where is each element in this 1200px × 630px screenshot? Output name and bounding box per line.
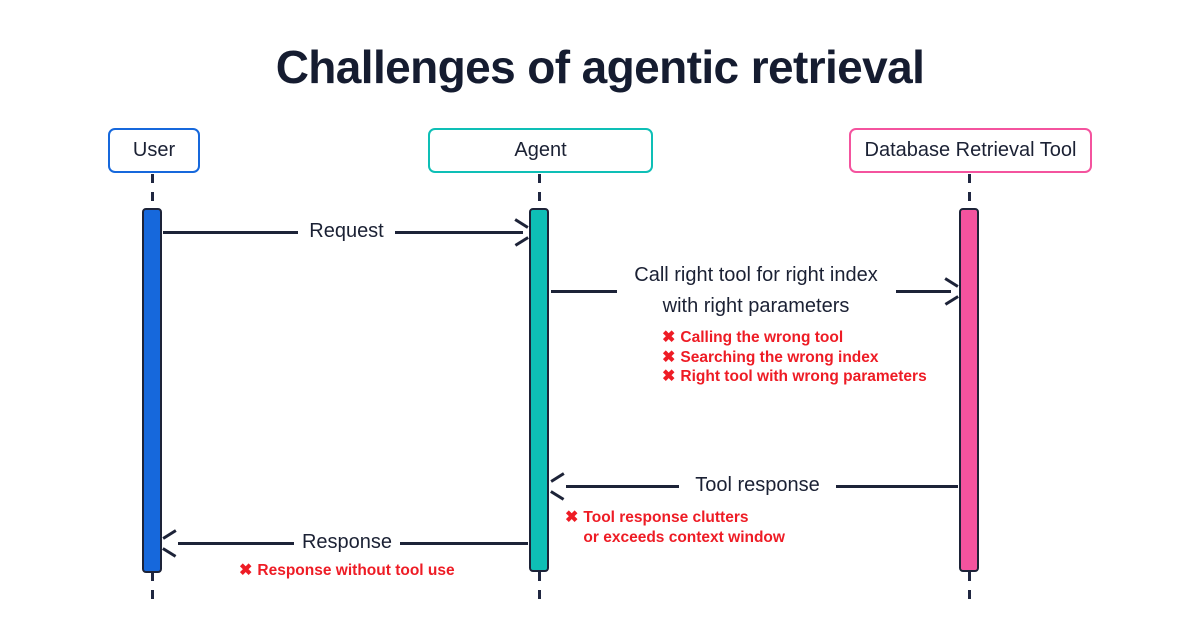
message-response-label: Response <box>301 531 393 553</box>
participant-tool-label: Database Retrieval Tool <box>864 139 1077 161</box>
issues-call-tool: ✖ Calling the wrong tool ✖ Searching the… <box>662 328 927 387</box>
issue-text: Tool response clutters or exceeds contex… <box>583 508 785 547</box>
message-call-tool-arrowhead <box>943 283 958 299</box>
lifeline-agent-bottom <box>538 572 541 608</box>
message-response-line-left <box>178 542 294 545</box>
activation-bar-tool <box>959 208 979 572</box>
lifeline-tool <box>968 174 971 210</box>
x-mark-icon: ✖ <box>565 509 579 526</box>
participant-agent-label: Agent <box>514 139 567 161</box>
message-tool-response-line-right <box>836 485 958 488</box>
participant-agent[interactable]: Agent <box>428 128 653 173</box>
x-mark-icon: ✖ <box>662 368 676 385</box>
issue-text: Searching the wrong index <box>680 348 879 366</box>
message-response-line-right <box>400 542 528 545</box>
lifeline-tool-bottom <box>968 572 971 608</box>
activation-bar-user <box>142 208 162 573</box>
lifeline-agent <box>538 174 541 210</box>
message-request-line-right <box>395 231 523 234</box>
participant-user[interactable]: User <box>108 128 200 173</box>
activation-bar-agent <box>529 208 549 572</box>
page-title: Challenges of agentic retrieval <box>275 41 925 93</box>
message-call-tool-line-right <box>896 290 951 293</box>
message-response-arrowhead <box>163 535 178 551</box>
message-call-tool-line-left <box>551 290 617 293</box>
message-tool-response-line-left <box>566 485 679 488</box>
lifeline-user-bottom <box>151 572 154 608</box>
issues-response: ✖ Response without tool use <box>239 561 455 581</box>
issue-text: Calling the wrong tool <box>680 329 844 346</box>
message-tool-response-label: Tool response <box>695 474 820 496</box>
message-call-tool-label-line2: with right parameters <box>662 295 850 317</box>
issue-item: ✖ Calling the wrong tool <box>662 328 927 348</box>
issue-item: ✖ Right tool with wrong parameters <box>662 367 927 387</box>
issue-text-line2: or exceeds context window <box>583 528 785 546</box>
message-request-line-left <box>163 231 298 234</box>
message-tool-response-arrowhead <box>551 478 566 494</box>
lifeline-user <box>151 174 154 210</box>
x-mark-icon: ✖ <box>662 329 676 346</box>
x-mark-icon: ✖ <box>662 348 676 366</box>
x-mark-icon: ✖ <box>239 562 253 579</box>
issue-text: Response without tool use <box>257 562 455 579</box>
participant-user-label: User <box>132 139 176 161</box>
issue-item: ✖ Searching the wrong index <box>662 348 927 368</box>
issues-tool-response: ✖ Tool response clutters or exceeds cont… <box>565 508 785 547</box>
participant-tool[interactable]: Database Retrieval Tool <box>849 128 1092 173</box>
issue-item: ✖ Response without tool use <box>239 561 455 581</box>
message-request-arrowhead <box>513 224 528 240</box>
message-request-label: Request <box>309 220 384 242</box>
issue-text-line1: Tool response clutters <box>583 509 749 526</box>
message-call-tool-label-line1: Call right tool for right index <box>634 264 878 286</box>
issue-item: ✖ Tool response clutters or exceeds cont… <box>565 508 785 547</box>
issue-text: Right tool with wrong parameters <box>680 368 927 385</box>
